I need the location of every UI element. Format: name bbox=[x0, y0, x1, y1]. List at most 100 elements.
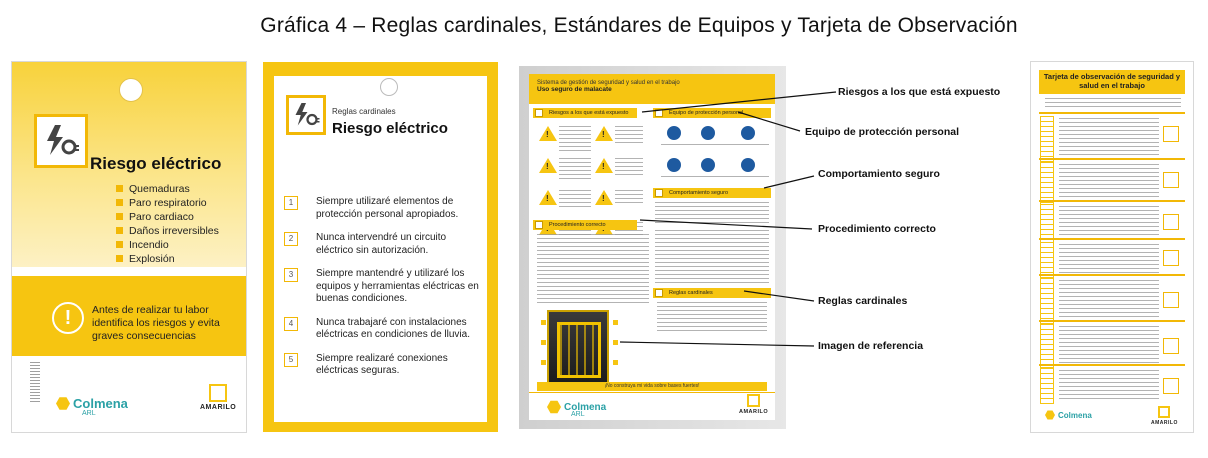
callout-comportamiento: Comportamiento seguro bbox=[818, 168, 940, 180]
section-divider bbox=[1039, 274, 1185, 276]
sheet-header: Sistema de gestión de seguridad y salud … bbox=[529, 74, 775, 104]
boots-icon bbox=[667, 158, 681, 172]
section-riesgos: Riesgos a los que está expuesto bbox=[533, 108, 637, 118]
list-item: Explosión bbox=[116, 252, 219, 266]
section-epp: Equipo de protección personal bbox=[653, 108, 771, 118]
risk-hang-tag-front: Riesgo eléctrico Quemaduras Paro respira… bbox=[11, 61, 247, 433]
section-procedimiento: Procedimiento correcto bbox=[533, 220, 637, 230]
footer-divider bbox=[529, 392, 775, 393]
section-divider bbox=[1039, 200, 1185, 202]
warning-band bbox=[12, 276, 246, 356]
hazard-pictogram-icon bbox=[1163, 126, 1179, 142]
hazard-text bbox=[615, 126, 643, 146]
hazard-text bbox=[559, 158, 591, 182]
checkbox-column bbox=[1040, 242, 1054, 278]
list-item: Paro cardiaco bbox=[116, 210, 219, 224]
hazard-icon bbox=[539, 126, 557, 141]
checkbox-column bbox=[1040, 278, 1054, 324]
equipment-standard-sheet: Sistema de gestión de seguridad y salud … bbox=[529, 74, 775, 420]
amarilo-logo: AMARILO bbox=[739, 394, 768, 415]
callout-epp: Equipo de protección personal bbox=[805, 126, 960, 138]
hazard-icon bbox=[539, 190, 557, 205]
photo-marker bbox=[541, 340, 546, 345]
photo-marker bbox=[613, 360, 618, 365]
hanger-hole bbox=[380, 78, 398, 96]
helmet-icon bbox=[667, 126, 681, 140]
list-item: Quemaduras bbox=[116, 182, 219, 196]
section-reglas: Reglas cardinales bbox=[653, 288, 771, 298]
hazard-text bbox=[559, 126, 591, 152]
colmena-hex-icon bbox=[1045, 410, 1055, 420]
risk-list: Quemaduras Paro respiratorio Paro cardia… bbox=[116, 182, 219, 266]
gloves-icon bbox=[741, 126, 755, 140]
observation-items bbox=[1059, 164, 1159, 202]
hazard-pictogram-icon bbox=[1163, 292, 1179, 308]
warning-icon: ! bbox=[52, 302, 84, 334]
hazard-pictogram-icon bbox=[1163, 172, 1179, 188]
amarilo-logo: AMARILO bbox=[200, 384, 236, 411]
checkbox-column bbox=[1040, 324, 1054, 368]
rules-text bbox=[657, 302, 767, 332]
section-divider bbox=[1039, 158, 1185, 160]
checkbox-column bbox=[1040, 116, 1054, 162]
photo-marker bbox=[613, 320, 618, 325]
instruction-text bbox=[1045, 98, 1181, 110]
ppe-labels bbox=[661, 144, 769, 148]
colmena-hex-icon bbox=[547, 400, 561, 414]
warning-text: Antes de realizar tu labor identifica lo… bbox=[92, 304, 220, 342]
figure-title: Gráfica 4 – Reglas cardinales, Estándare… bbox=[260, 14, 1018, 37]
amarilo-logo: AMARILO bbox=[1151, 406, 1178, 426]
observation-card: Tarjeta de observación de seguridad y sa… bbox=[1030, 61, 1194, 433]
section-comportamiento: Comportamiento seguro bbox=[653, 188, 771, 198]
hazard-icon bbox=[539, 158, 557, 173]
hazard-pictogram-icon bbox=[1163, 250, 1179, 266]
printer-marks bbox=[30, 362, 40, 402]
hazard-icon bbox=[595, 158, 613, 173]
list-item: Incendio bbox=[116, 238, 219, 252]
electric-plug-icon bbox=[286, 95, 326, 135]
photo-marker bbox=[613, 340, 618, 345]
sheet-footer-banner: ¡No construya mi vida sobre bases fuerte… bbox=[537, 382, 767, 391]
checkbox-column bbox=[1040, 368, 1054, 404]
hazard-text bbox=[559, 190, 591, 210]
observation-items bbox=[1059, 244, 1159, 274]
card-title: Riesgo eléctrico bbox=[332, 120, 448, 137]
colmena-logo: Colmena ARL bbox=[547, 400, 606, 418]
colmena-logo: Colmena bbox=[1045, 410, 1092, 420]
observation-items bbox=[1059, 326, 1159, 364]
colmena-hex-icon bbox=[56, 397, 70, 410]
hazard-text bbox=[615, 190, 643, 206]
card-subtitle: Reglas cardinales bbox=[332, 107, 396, 116]
section-divider bbox=[1039, 364, 1185, 366]
ear-protection-icon bbox=[701, 126, 715, 140]
hazard-icon bbox=[595, 190, 613, 205]
section-divider bbox=[1039, 320, 1185, 322]
coverall-icon bbox=[741, 158, 755, 172]
observation-items bbox=[1059, 280, 1159, 320]
reference-image bbox=[547, 310, 609, 384]
observation-items bbox=[1059, 370, 1159, 400]
observation-items bbox=[1059, 118, 1159, 158]
observation-items bbox=[1059, 206, 1159, 240]
callout-reglas: Reglas cardinales bbox=[818, 295, 908, 307]
callout-imagen: Imagen de referencia bbox=[818, 340, 924, 352]
photo-marker bbox=[541, 360, 546, 365]
electric-plug-icon bbox=[34, 114, 88, 168]
callout-procedimiento: Procedimiento correcto bbox=[818, 223, 936, 235]
hazard-pictogram-icon bbox=[1163, 378, 1179, 394]
hazard-text bbox=[615, 158, 643, 178]
colmena-logo: Colmena ARL bbox=[56, 396, 128, 417]
hazard-pictogram-icon bbox=[1163, 338, 1179, 354]
section-divider bbox=[1039, 238, 1185, 240]
section-divider bbox=[1039, 112, 1185, 114]
behavior-text bbox=[655, 230, 769, 286]
card-title: Tarjeta de observación de seguridad y sa… bbox=[1039, 70, 1185, 94]
card-title: Riesgo eléctrico bbox=[90, 154, 222, 173]
hanger-hole bbox=[119, 78, 143, 102]
